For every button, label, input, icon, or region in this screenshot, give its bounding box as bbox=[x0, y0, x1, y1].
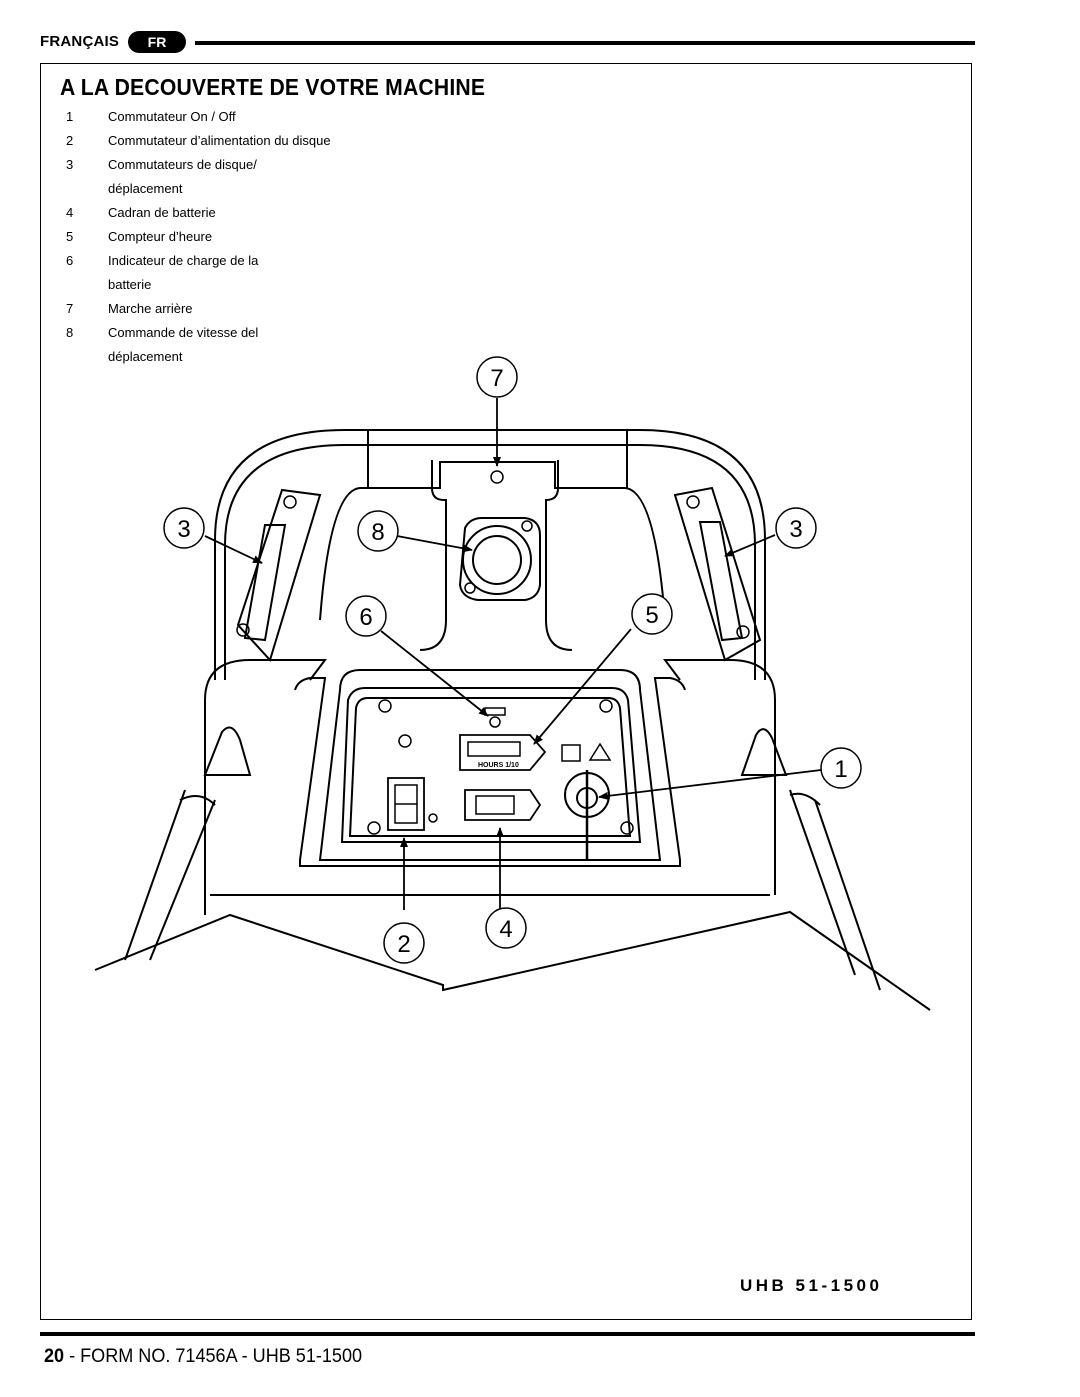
machine-outline bbox=[94, 429, 931, 1011]
content-frame bbox=[40, 63, 972, 1320]
language-code-badge: FR bbox=[128, 31, 186, 53]
callout-label: 8 bbox=[371, 519, 384, 546]
legend-number: 3 bbox=[66, 157, 74, 172]
callout-1: 1 bbox=[820, 747, 862, 789]
callout-3-left: 3 bbox=[163, 507, 205, 549]
header-rule bbox=[195, 41, 975, 45]
legend-number: 1 bbox=[66, 109, 74, 124]
legend-text: Commande de vitesse del déplacement bbox=[108, 325, 259, 364]
legend-text: Compteur d’heure bbox=[108, 229, 213, 244]
callout-5: 5 bbox=[631, 593, 673, 635]
callout-label: 7 bbox=[490, 365, 503, 392]
legend-text: Marche arrière bbox=[108, 301, 193, 316]
callout-label: 2 bbox=[397, 931, 410, 958]
legend-text: Commutateurs de disque/ déplacement bbox=[108, 157, 257, 196]
callout-label: 6 bbox=[359, 604, 372, 631]
legend-text: Indicateur de charge de la batterie bbox=[108, 253, 259, 292]
legend-number: 2 bbox=[66, 133, 74, 148]
callout-6: 6 bbox=[345, 595, 387, 637]
callout-7: 7 bbox=[476, 356, 518, 398]
page-footer: 20 - FORM NO. 71456A - UHB 51-1500 bbox=[44, 1346, 362, 1368]
callout-4: 4 bbox=[485, 907, 527, 949]
callout-8: 8 bbox=[357, 510, 399, 552]
callout-label: 5 bbox=[645, 602, 658, 629]
page-number: 20 bbox=[44, 1346, 65, 1367]
model-number: UHB 51-1500 bbox=[740, 1276, 883, 1295]
footer-rule bbox=[40, 1332, 975, 1336]
callout-2: 2 bbox=[383, 922, 425, 964]
callout-3-right: 3 bbox=[775, 507, 817, 549]
legend-number: 6 bbox=[66, 253, 74, 268]
callout-label: 4 bbox=[499, 916, 512, 943]
callout-label: 3 bbox=[789, 516, 802, 543]
callout-label: 3 bbox=[177, 516, 190, 543]
legend-text: Commutateur d’alimentation du disque bbox=[108, 133, 331, 148]
hour-meter-label: HOURS 1/10 bbox=[478, 762, 519, 769]
callout-label: 1 bbox=[834, 756, 847, 783]
legend-number: 8 bbox=[66, 325, 74, 340]
legend-text: Cadran de batterie bbox=[108, 205, 216, 220]
legend-number: 7 bbox=[66, 301, 74, 316]
form-number: - FORM NO. 71456A - UHB 51-1500 bbox=[69, 1346, 363, 1367]
legend-text: Commutateur On / Off bbox=[108, 109, 236, 124]
legend-number: 5 bbox=[66, 229, 74, 244]
legend-number: 4 bbox=[66, 205, 74, 220]
language-label: FRANÇAIS bbox=[40, 33, 120, 50]
page-title: A LA DECOUVERTE DE VOTRE MACHINE bbox=[60, 74, 486, 100]
callout-leaders bbox=[204, 398, 822, 910]
callout-markers: 7 8 3 3 6 5 1 2 bbox=[163, 356, 862, 964]
